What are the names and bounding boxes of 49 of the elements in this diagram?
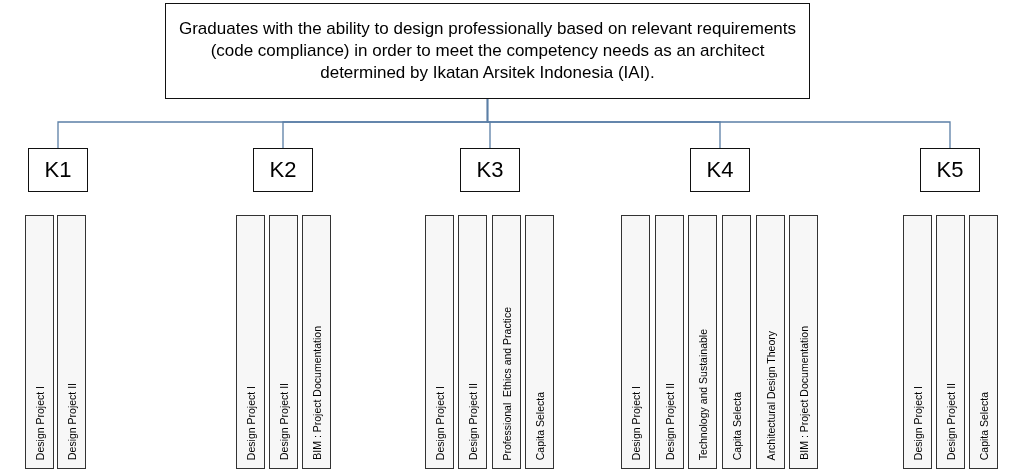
competency-box [253,148,313,192]
course-box [458,215,487,469]
course-box [269,215,298,469]
course-box [903,215,932,469]
course-box [688,215,717,469]
course-name: BIM : Project Documentation [310,326,323,460]
competency-label: K5 [936,157,964,183]
competency-label: K3 [476,157,504,183]
course-name: Architectural Design Theory [764,330,777,460]
course-name: Capita Selecta [977,391,990,460]
course-box [236,215,265,469]
course-name: Design Project II [277,382,290,460]
course-box [969,215,998,469]
course-box [57,215,86,469]
course-box [525,215,554,469]
competency-label: K4 [706,157,734,183]
competency-box [460,148,520,192]
course-name: Design Project I [244,385,257,460]
competency-label: K2 [269,157,297,183]
course-box [789,215,818,469]
course-name: Design Project I [33,385,46,460]
course-box [722,215,751,469]
course-name: Design Project I [911,385,924,460]
course-box [655,215,684,469]
course-box [302,215,331,469]
competency-box [28,148,88,192]
course-box [756,215,785,469]
course-box [936,215,965,469]
course-name: Design Project II [944,382,957,460]
course-name: BIM : Project Documentation [797,326,810,460]
course-name: Design Project I [629,385,642,460]
course-name: Technology and Sustainable [696,328,709,460]
competency-box [920,148,980,192]
course-box [621,215,650,469]
competency-label: K1 [44,157,72,183]
outcome-text: Graduates with the ability to design professionally based on relevant requirements (code compliance) in order to meet the competency needs as an architect determined by Ikatan Arsitek Indonesia (IAI). [177,18,798,84]
course-name: Design Project II [65,382,78,460]
competency-box [690,148,750,192]
course-name: Design Project II [663,382,676,460]
course-name: Capita Selecta [533,391,546,460]
course-name: Design Project I [433,385,446,460]
outcome-box [165,3,810,99]
course-name: Professional Ethics and Practice [500,306,513,460]
course-name: Design Project II [466,382,479,460]
course-box [492,215,521,469]
course-name: Capita Selecta [730,391,743,460]
course-box [425,215,454,469]
course-box [25,215,54,469]
connector-line [486,98,951,149]
